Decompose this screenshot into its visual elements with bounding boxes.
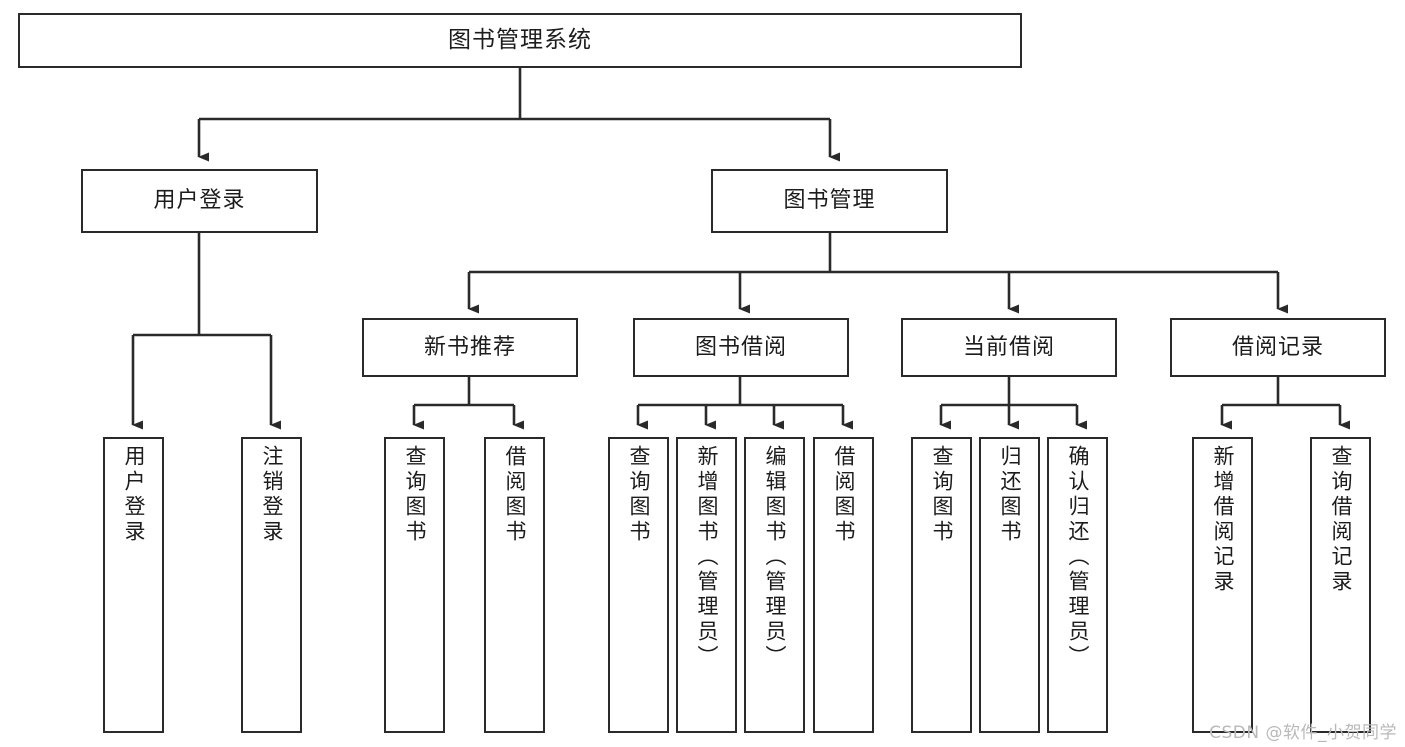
node-book-management[interactable]: 图书管理 xyxy=(711,169,948,233)
leaf-borrow-book-recommend-label: 借阅图书 xyxy=(503,445,527,545)
leaf-logout[interactable]: 注销登录 xyxy=(241,437,302,733)
leaf-query-book-borrow[interactable]: 查询图书 xyxy=(608,437,669,733)
leaf-query-book-current[interactable]: 查询图书 xyxy=(911,437,972,733)
leaf-query-borrow-record-label: 查询借阅记录 xyxy=(1329,445,1353,595)
node-root[interactable]: 图书管理系统 xyxy=(18,13,1022,68)
node-root-label: 图书管理系统 xyxy=(448,26,592,53)
leaf-query-book-recommend[interactable]: 查询图书 xyxy=(384,437,445,733)
leaf-add-book-admin[interactable]: 新增图书（管理员） xyxy=(676,437,737,733)
leaf-add-borrow-record[interactable]: 新增借阅记录 xyxy=(1192,437,1253,733)
leaf-borrow-book[interactable]: 借阅图书 xyxy=(813,437,874,733)
csdn-watermark: CSDN @软件_小贺同学 xyxy=(1209,723,1397,743)
leaf-edit-book-admin-label: 编辑图书（管理员） xyxy=(763,445,787,670)
leaf-query-book-current-label: 查询图书 xyxy=(930,445,954,545)
leaf-add-borrow-record-label: 新增借阅记录 xyxy=(1211,445,1235,595)
node-user-login-label: 用户登录 xyxy=(153,188,246,214)
leaf-query-book-borrow-label: 查询图书 xyxy=(627,445,651,545)
node-book-borrow-label: 图书借阅 xyxy=(694,334,787,360)
leaf-borrow-book-recommend[interactable]: 借阅图书 xyxy=(484,437,545,733)
node-book-management-label: 图书管理 xyxy=(783,188,876,214)
node-borrow-record-label: 借阅记录 xyxy=(1231,334,1324,360)
node-current-borrow-label: 当前借阅 xyxy=(962,334,1055,360)
leaf-return-book[interactable]: 归还图书 xyxy=(979,437,1040,733)
leaf-confirm-return-admin[interactable]: 确认归还（管理员） xyxy=(1047,437,1108,733)
leaf-logout-label: 注销登录 xyxy=(260,445,284,545)
leaf-query-book-recommend-label: 查询图书 xyxy=(403,445,427,545)
leaf-user-login-label: 用户登录 xyxy=(122,445,146,545)
leaf-borrow-book-label: 借阅图书 xyxy=(832,445,856,545)
node-new-book-recommend[interactable]: 新书推荐 xyxy=(362,318,578,377)
leaf-user-login[interactable]: 用户登录 xyxy=(103,437,164,733)
leaf-query-borrow-record[interactable]: 查询借阅记录 xyxy=(1310,437,1371,733)
node-book-borrow[interactable]: 图书借阅 xyxy=(633,318,849,377)
node-user-login[interactable]: 用户登录 xyxy=(81,169,318,233)
node-new-book-recommend-label: 新书推荐 xyxy=(423,334,516,360)
leaf-return-book-label: 归还图书 xyxy=(998,445,1022,545)
node-current-borrow[interactable]: 当前借阅 xyxy=(901,318,1117,377)
leaf-edit-book-admin[interactable]: 编辑图书（管理员） xyxy=(744,437,805,733)
leaf-confirm-return-admin-label: 确认归还（管理员） xyxy=(1066,445,1090,670)
leaf-add-book-admin-label: 新增图书（管理员） xyxy=(695,445,719,670)
node-borrow-record[interactable]: 借阅记录 xyxy=(1170,318,1386,377)
